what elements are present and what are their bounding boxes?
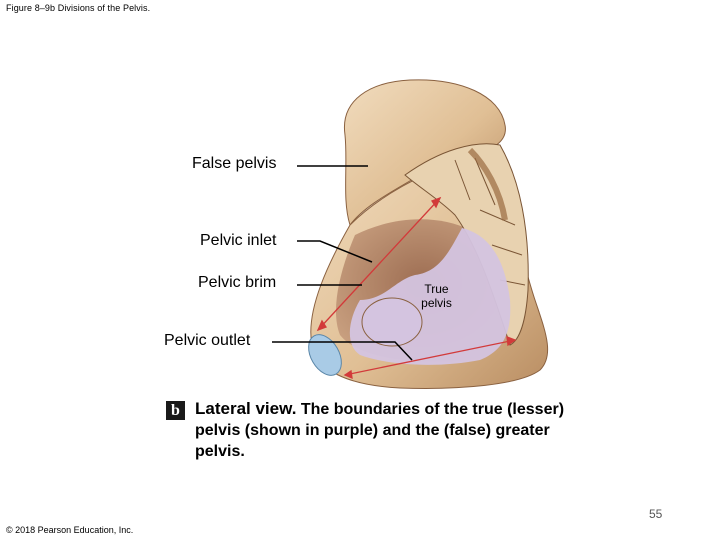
sacral-canal — [467, 147, 508, 221]
outlet-arrow — [343, 336, 517, 380]
figure-caption: Lateral view. The boundaries of the true… — [195, 398, 575, 462]
label-pelvic-inlet: Pelvic inlet — [200, 232, 277, 249]
caption-heading: Lateral view. — [195, 399, 297, 418]
page-number: 55 — [649, 507, 663, 521]
inlet-arrow — [316, 196, 442, 332]
label-true-pelvis-line2: pelvis — [421, 296, 452, 310]
figure-title: Figure 8–9b Divisions of the Pelvis. — [6, 3, 151, 13]
label-pelvic-outlet: Pelvic outlet — [164, 332, 251, 349]
leader-lines — [272, 165, 413, 361]
caption-text: The boundaries of the true (lesser) pelv… — [195, 401, 565, 460]
label-false-pelvis: False pelvis — [192, 155, 277, 172]
obturator-foramen — [361, 297, 423, 347]
copyright-notice: © 2018 Pearson Education, Inc. — [6, 525, 134, 535]
pelvis-illustration — [272, 79, 549, 389]
label-pelvic-brim: Pelvic brim — [198, 274, 277, 291]
label-true-pelvis: True pelvis — [414, 282, 459, 310]
label-true-pelvis-line1: True — [424, 282, 449, 296]
ilium-wing — [343, 79, 506, 227]
figure-part-badge: b — [166, 401, 185, 420]
pubic-cartilage — [308, 334, 342, 376]
